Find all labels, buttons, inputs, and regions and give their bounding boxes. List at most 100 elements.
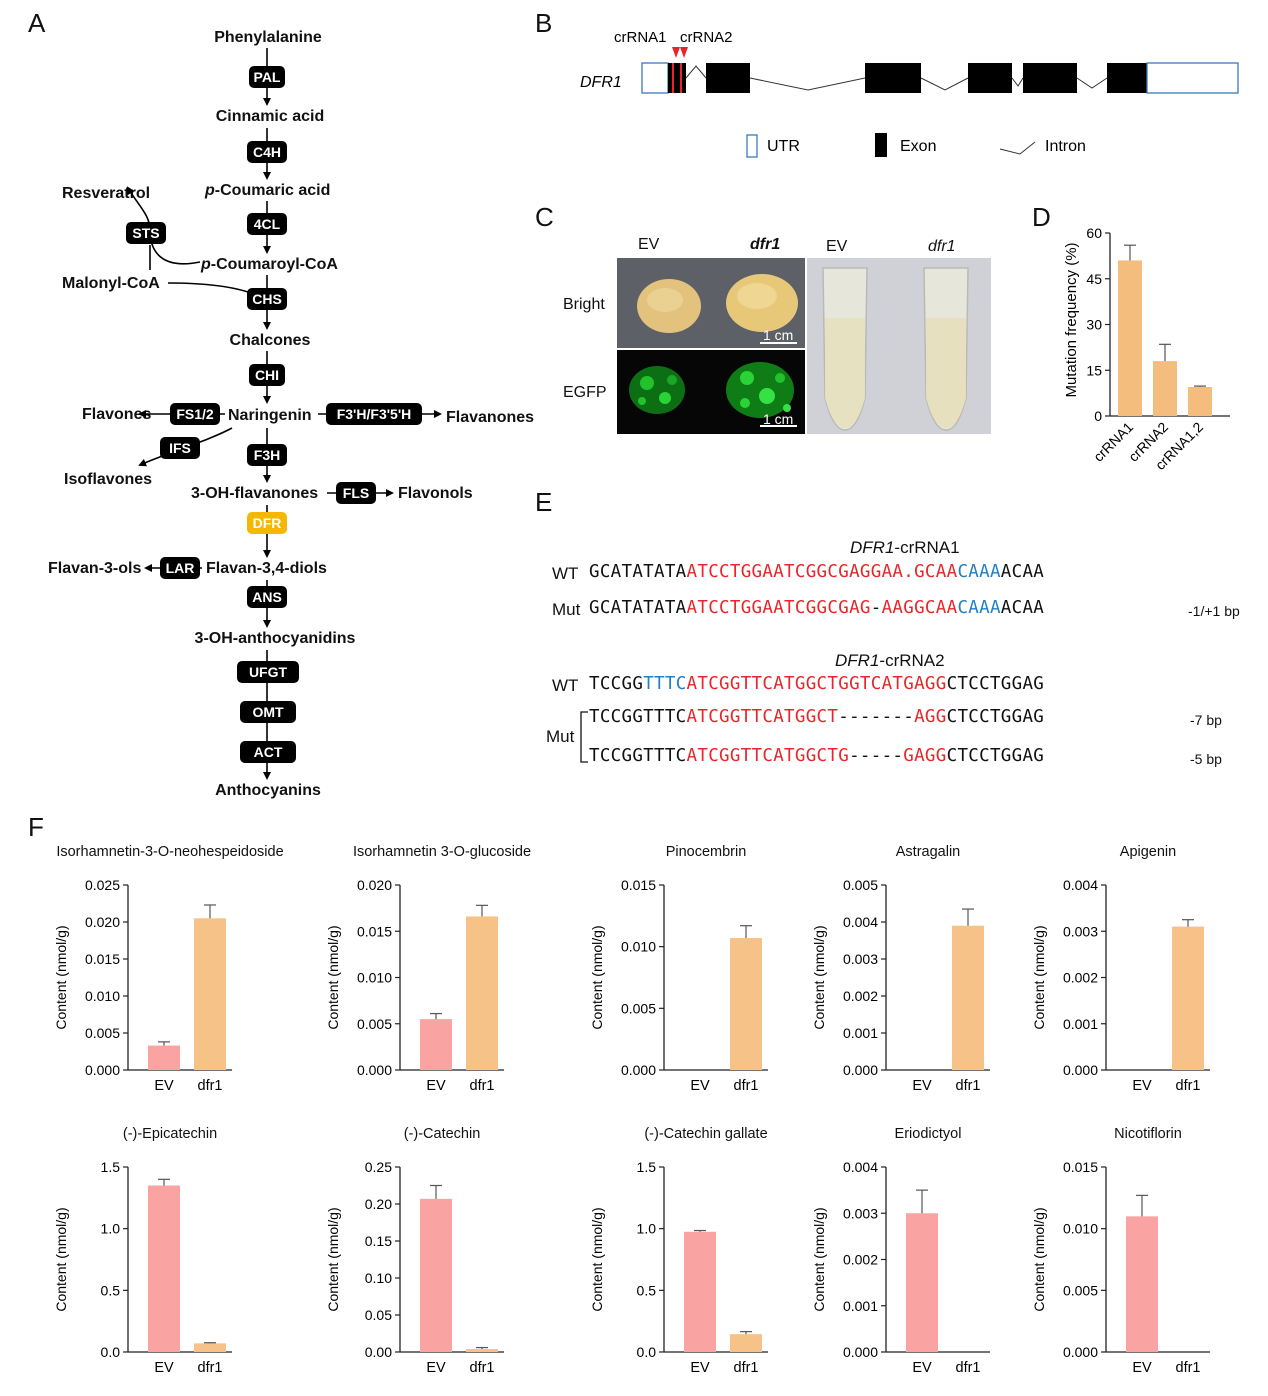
metabolite-3-oh-anthocyanidins: 3-OH-anthocyanidins: [195, 630, 356, 647]
metabolite-chart: Content (nmol/g)0.0000.0010.0020.0030.00…: [808, 1146, 1038, 1396]
mutation-bar: [1188, 387, 1212, 416]
metabolite-anthocyanins: Anthocyanins: [215, 782, 321, 799]
metabolite-ytick-label: 0.005: [357, 1016, 392, 1032]
seq-title-crrna1: DFR1-crRNA1: [850, 538, 960, 558]
enzyme-chs: CHS: [252, 291, 282, 307]
metabolite-category-label: dfr1: [198, 1078, 223, 1094]
metabolite-ytick-label: 0.000: [843, 1344, 878, 1360]
metabolite-ytick-label: 0.015: [1063, 1159, 1098, 1175]
metabolite-ylabel: Content (nmol/g): [589, 925, 605, 1029]
enzyme-fls: FLS: [343, 485, 369, 501]
metabolite-ytick-label: 0.015: [621, 877, 656, 893]
gene-name: DFR1: [580, 74, 622, 91]
mut1-note: -1/+1 bp: [1188, 603, 1240, 619]
mutation-bar: [1153, 361, 1177, 416]
metabolite-ytick-label: 0.000: [357, 1062, 392, 1078]
metabolite-naringenin: Naringenin: [228, 407, 312, 424]
metabolite-ytick-label: 0.00: [365, 1344, 392, 1360]
metabolite-ytick-label: 1.5: [637, 1159, 657, 1175]
wt1-sequence: GCATATATAATCCTGGAATCGGCGAGGAA.GCAACAAAAC…: [589, 562, 1044, 582]
metabolite-chart: Content (nmol/g)0.0000.0010.0020.0030.00…: [808, 864, 1038, 1114]
legend-utr-swatch: [747, 135, 757, 157]
mutation-ytick-label: 15: [1086, 362, 1102, 378]
metabolite-category-label: dfr1: [956, 1078, 981, 1094]
metabolite-ytick-label: 0.001: [843, 1025, 878, 1041]
legend-intron-swatch: [1000, 142, 1035, 154]
metabolite-bar: [194, 1343, 226, 1352]
metabolite-ytick-label: 0.000: [843, 1062, 878, 1078]
metabolite-bar: [730, 1334, 762, 1352]
metabolite-ytick-label: 0.000: [1063, 1344, 1098, 1360]
enzyme-c4h: C4H: [253, 144, 281, 160]
metabolite-flavanones: Flavanones: [446, 409, 534, 426]
legend-exon-swatch: [875, 133, 887, 157]
metabolite-category-label: dfr1: [198, 1360, 223, 1376]
metabolite-chart-title: Nicotiflorin: [1018, 1126, 1268, 1142]
metabolite-ytick-label: 0.025: [85, 877, 120, 893]
metabolite-chart-title: (-)-Epicatechin: [40, 1126, 300, 1142]
metabolite-ytick-label: 1.0: [101, 1221, 121, 1237]
metabolite-chart: Content (nmol/g)0.000.050.100.150.200.25…: [322, 1146, 552, 1396]
metabolite-category-label: EV: [690, 1360, 710, 1376]
mut1-label: Mut: [552, 600, 580, 620]
metabolite-flavan-3-ols: Flavan-3-ols: [48, 560, 141, 577]
metabolite-category-label: EV: [426, 1078, 446, 1094]
metabolite-category-label: EV: [154, 1078, 174, 1094]
metabolite-bar: [906, 1213, 938, 1352]
enzyme-lar: LAR: [166, 560, 195, 576]
metabolite-ytick-label: 0.020: [357, 877, 392, 893]
crrna2-label: crRNA2: [680, 29, 733, 46]
crrna1-marker: [672, 47, 680, 58]
scale-bar-top: 1 cm: [763, 327, 793, 343]
metabolite-ylabel: Content (nmol/g): [53, 925, 69, 1029]
metabolite-ytick-label: 0.003: [843, 1205, 878, 1221]
metabolite-ytick-label: 0.004: [843, 914, 878, 930]
metabolite-ytick-label: 0.001: [843, 1298, 878, 1314]
metabolite-chart-title: Pinocembrin: [576, 844, 836, 860]
legend-utr: UTR: [767, 138, 800, 155]
metabolite-chart: Content (nmol/g)0.00.51.01.5EVdfr1: [586, 1146, 816, 1396]
enzyme-f3h-multi: F3'H/F3'5'H: [337, 406, 412, 422]
pathway-diagram: Phenylalanine Cinnamic acid p-Coumaric a…: [0, 0, 540, 810]
metabolite-ytick-label: 0.000: [85, 1062, 120, 1078]
mut2b-note: -5 bp: [1190, 751, 1222, 767]
exon-3: [865, 63, 921, 93]
metabolite-ytick-label: 0.010: [85, 988, 120, 1004]
metabolite-ytick-label: 0.003: [843, 951, 878, 967]
metabolite-category-label: dfr1: [734, 1360, 759, 1376]
metabolite-ylabel: Content (nmol/g): [325, 1207, 341, 1311]
mut2a-note: -7 bp: [1190, 712, 1222, 728]
metabolite-malonyl-coa: Malonyl-CoA: [62, 275, 160, 292]
enzyme-4cl: 4CL: [254, 216, 281, 232]
metabolite-chalcones: Chalcones: [230, 332, 311, 349]
metabolite-chart: Content (nmol/g)0.0000.0050.0100.0150.02…: [322, 864, 552, 1114]
metabolite-ytick-label: 0.001: [1063, 1016, 1098, 1032]
mutation-ytick-label: 60: [1086, 225, 1102, 241]
metabolite-ytick-label: 0.010: [357, 970, 392, 986]
crrna1-label: crRNA1: [614, 29, 667, 46]
metabolite-category-label: EV: [426, 1360, 446, 1376]
mutation-frequency-chart: Mutation frequency (%) 015304560crRNA1cr…: [1050, 220, 1260, 500]
scale-bar-bottom: 1 cm: [763, 411, 793, 427]
metabolite-ytick-label: 0.20: [365, 1196, 392, 1212]
metabolite-category-label: dfr1: [734, 1078, 759, 1094]
exon-1: [668, 63, 686, 93]
mut1-sequence: GCATATATAATCCTGGAATCGGCGAG-AAGGCAACAAAAC…: [589, 598, 1044, 618]
metabolite-category-label: EV: [912, 1078, 932, 1094]
metabolite-bar: [1126, 1216, 1158, 1352]
col-label-ev: EV: [638, 236, 659, 254]
enzyme-chi: CHI: [255, 367, 279, 383]
enzyme-ans: ANS: [252, 589, 282, 605]
metabolite-3-oh-flavanones: 3-OH-flavanones: [191, 485, 318, 502]
metabolite-ytick-label: 0.0: [637, 1344, 657, 1360]
metabolite-bar: [952, 926, 984, 1070]
metabolite-category-label: EV: [154, 1360, 174, 1376]
wt1-label: WT: [552, 564, 578, 584]
metabolite-ytick-label: 0.000: [1063, 1062, 1098, 1078]
mutation-bar: [1118, 260, 1142, 416]
metabolite-category-label: dfr1: [1176, 1360, 1201, 1376]
enzyme-f3h: F3H: [254, 447, 280, 463]
metabolite-chart-title: Isorhamnetin 3-O-glucoside: [312, 844, 572, 860]
